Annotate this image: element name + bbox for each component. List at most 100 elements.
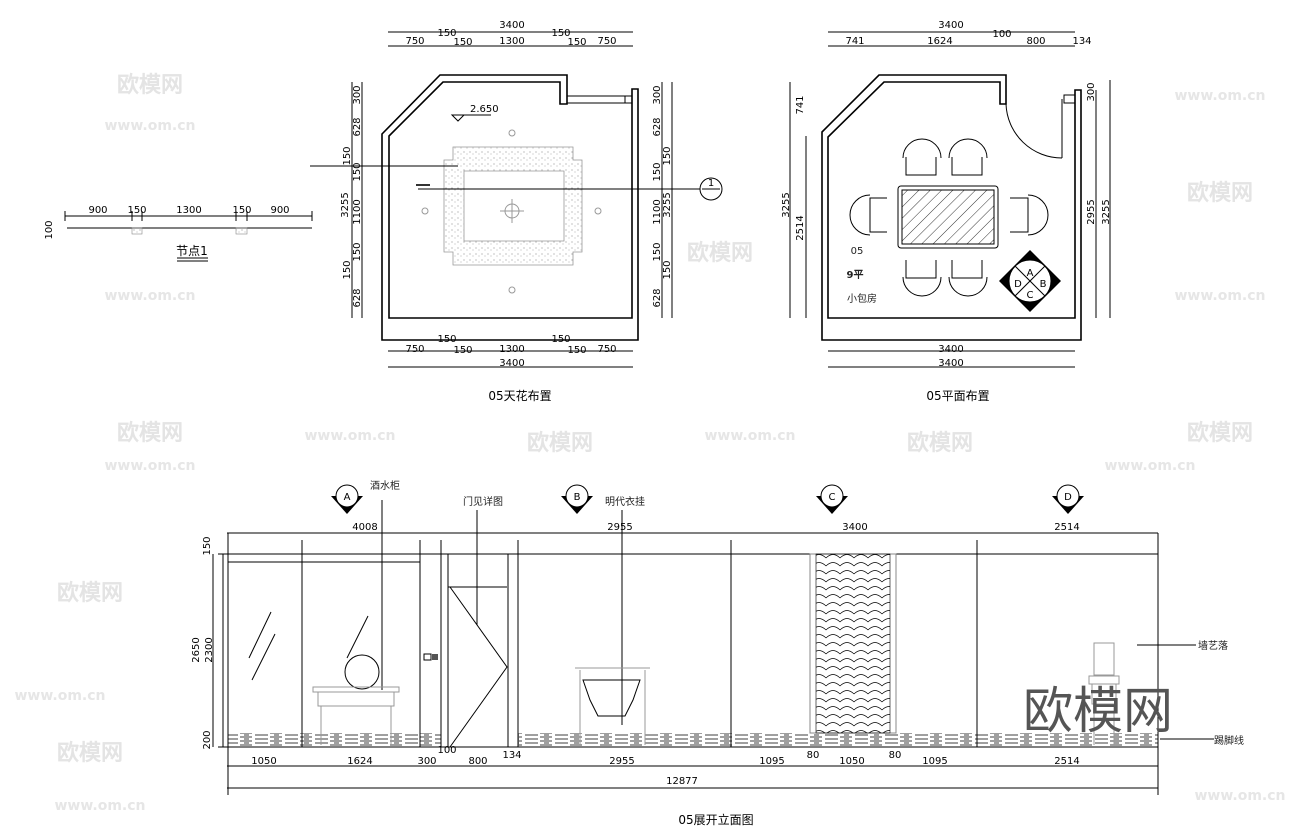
ceiling-top-dimension: 1300	[499, 36, 524, 47]
floor-right-dimension: 300	[1086, 82, 1097, 101]
watermark-url: www.om.cn	[1194, 788, 1285, 804]
compass-label: A	[1027, 268, 1034, 279]
ceiling-top-total: 3400	[499, 20, 524, 31]
ceiling-left-dimension: 150	[342, 260, 353, 279]
elevation-left-total: 2650	[191, 637, 202, 662]
ceiling-left-dimension: 1100	[352, 199, 363, 224]
watermark-brand: 欧模网	[1187, 180, 1253, 206]
elevation-left-dimension: 2300	[204, 637, 215, 662]
node1-title: 节点1	[176, 244, 208, 258]
watermark-brand: 欧模网	[527, 430, 593, 456]
watermark-brand: 欧模网	[687, 240, 753, 266]
wall-art-vase	[1088, 642, 1214, 745]
ceiling-right-dimension: 628	[652, 288, 663, 307]
elevation-top-dimension: 4008	[352, 522, 377, 533]
floor-right-total: 3255	[1101, 199, 1112, 224]
ceiling-bottom-dimension: 750	[405, 344, 424, 355]
ceiling-top-dimension: 150	[551, 28, 570, 39]
elevation-bottom-dimension: 1095	[759, 756, 784, 767]
unfolded-elevation	[212, 500, 1214, 795]
watermark-url: www.om.cn	[1174, 288, 1265, 304]
elevation-bottom-dimension: 800	[468, 756, 487, 767]
wine-cabinet	[248, 611, 400, 745]
ceiling-top-dimension: 750	[405, 36, 424, 47]
room-area: 9平	[847, 269, 864, 281]
callout-ming-hanger: 明代衣挂	[605, 495, 645, 508]
elevation-left-dimension: 200	[202, 730, 213, 749]
ceiling-left-dimension: 300	[352, 85, 363, 104]
floor-top-dimension: 741	[845, 36, 864, 47]
elevation-marker	[565, 484, 589, 508]
floor-bottom-dimension: 3400	[938, 344, 963, 355]
ceiling-top-dimension: 150	[437, 28, 456, 39]
room-name: 小包房	[847, 292, 877, 305]
node1-dimension: 150	[127, 205, 146, 216]
ceiling-right-dimension: 150	[662, 260, 673, 279]
floor-title: 05平面布置	[926, 389, 989, 403]
elevation-bottom-dimension: 300	[417, 756, 436, 767]
elevation-marker	[820, 484, 844, 508]
ceiling-level: 2.650	[470, 104, 499, 115]
floor-left-dimension: 2514	[795, 215, 806, 240]
floor-top-dimension: 1624	[927, 36, 952, 47]
chairs	[849, 138, 1049, 297]
ceiling-right-dimension: 150	[662, 146, 673, 165]
watermark-url: www.om.cn	[54, 798, 145, 814]
callout-wall-art: 墙艺落	[1198, 639, 1228, 652]
ceiling-title: 05天花布置	[488, 388, 551, 403]
elevation-bottom-dimension: 1050	[251, 756, 276, 767]
ceiling-bottom-dimension: 150	[551, 334, 570, 345]
ceiling-plan	[310, 31, 723, 368]
watermark-url: www.om.cn	[304, 428, 395, 444]
watermark-url: www.om.cn	[704, 428, 795, 444]
watermark-url: www.om.cn	[14, 688, 105, 704]
floor-left-dimension: 741	[795, 95, 806, 114]
ceiling-top-dimension: 150	[453, 37, 472, 48]
elevation-bottom-dimension: 2955	[609, 756, 634, 767]
elevation-bottom-dimension: 134	[502, 750, 521, 761]
compass-label: C	[1027, 290, 1034, 301]
elevation-bottom-dimension: 2514	[1054, 756, 1079, 767]
elevation-top-dimension: 2514	[1054, 522, 1079, 533]
floor-bottom-dimension: 3400	[938, 358, 963, 369]
elevation-marker-label: A	[344, 492, 351, 503]
watermark-url: www.om.cn	[1174, 88, 1265, 104]
elevation-bottom-dimension: 1095	[922, 756, 947, 767]
node1-detail	[64, 211, 313, 262]
watermark-brand: 欧模网	[907, 430, 973, 456]
watermark-brand-large: 欧模网	[1023, 682, 1173, 740]
ceiling-bottom-dimension: 1300	[499, 344, 524, 355]
elevation-bottom-dimension: 80	[807, 750, 820, 761]
node1-dimension: 150	[232, 205, 251, 216]
callout-wine-cabinet: 酒水柜	[370, 479, 400, 492]
ceiling-bottom-dimension: 150	[453, 345, 472, 356]
node1-dimension: 900	[270, 205, 289, 216]
ceiling-left-dimension: 150	[352, 162, 363, 181]
ceiling-bottom-total: 3400	[499, 358, 524, 369]
compass-label: B	[1040, 279, 1047, 290]
ceiling-bottom-dimension: 150	[437, 334, 456, 345]
elevation-marker-label: C	[829, 492, 836, 503]
ceiling-left-total: 3255	[340, 192, 351, 217]
watermark-brand: 欧模网	[1187, 420, 1253, 446]
elevation-bottom-total: 12877	[666, 776, 698, 787]
watermark-url: www.om.cn	[1104, 458, 1195, 474]
watermark-url: www.om.cn	[104, 118, 195, 134]
ceiling-right-total: 3255	[662, 192, 673, 217]
elevation-bottom-dimension: 1624	[347, 756, 372, 767]
callout-skirting: 踢脚线	[1214, 734, 1244, 747]
watermark-url: www.om.cn	[104, 288, 195, 304]
ceiling-bottom-dimension: 750	[597, 344, 616, 355]
floor-top-dimension: 800	[1026, 36, 1045, 47]
watermark-url: www.om.cn	[104, 458, 195, 474]
elevation-top-dimension: 2955	[607, 522, 632, 533]
ceiling-bottom-dimension: 150	[567, 345, 586, 356]
ceiling-right-dimension: 300	[652, 85, 663, 104]
floor-top-dimension: 134	[1072, 36, 1091, 47]
compass-label: D	[1014, 279, 1022, 290]
elevation-bottom-dimension: 80	[889, 750, 902, 761]
ceiling-right-dimension: 628	[652, 117, 663, 136]
ceiling-left-dimension: 150	[342, 146, 353, 165]
floor-plan	[789, 31, 1111, 368]
